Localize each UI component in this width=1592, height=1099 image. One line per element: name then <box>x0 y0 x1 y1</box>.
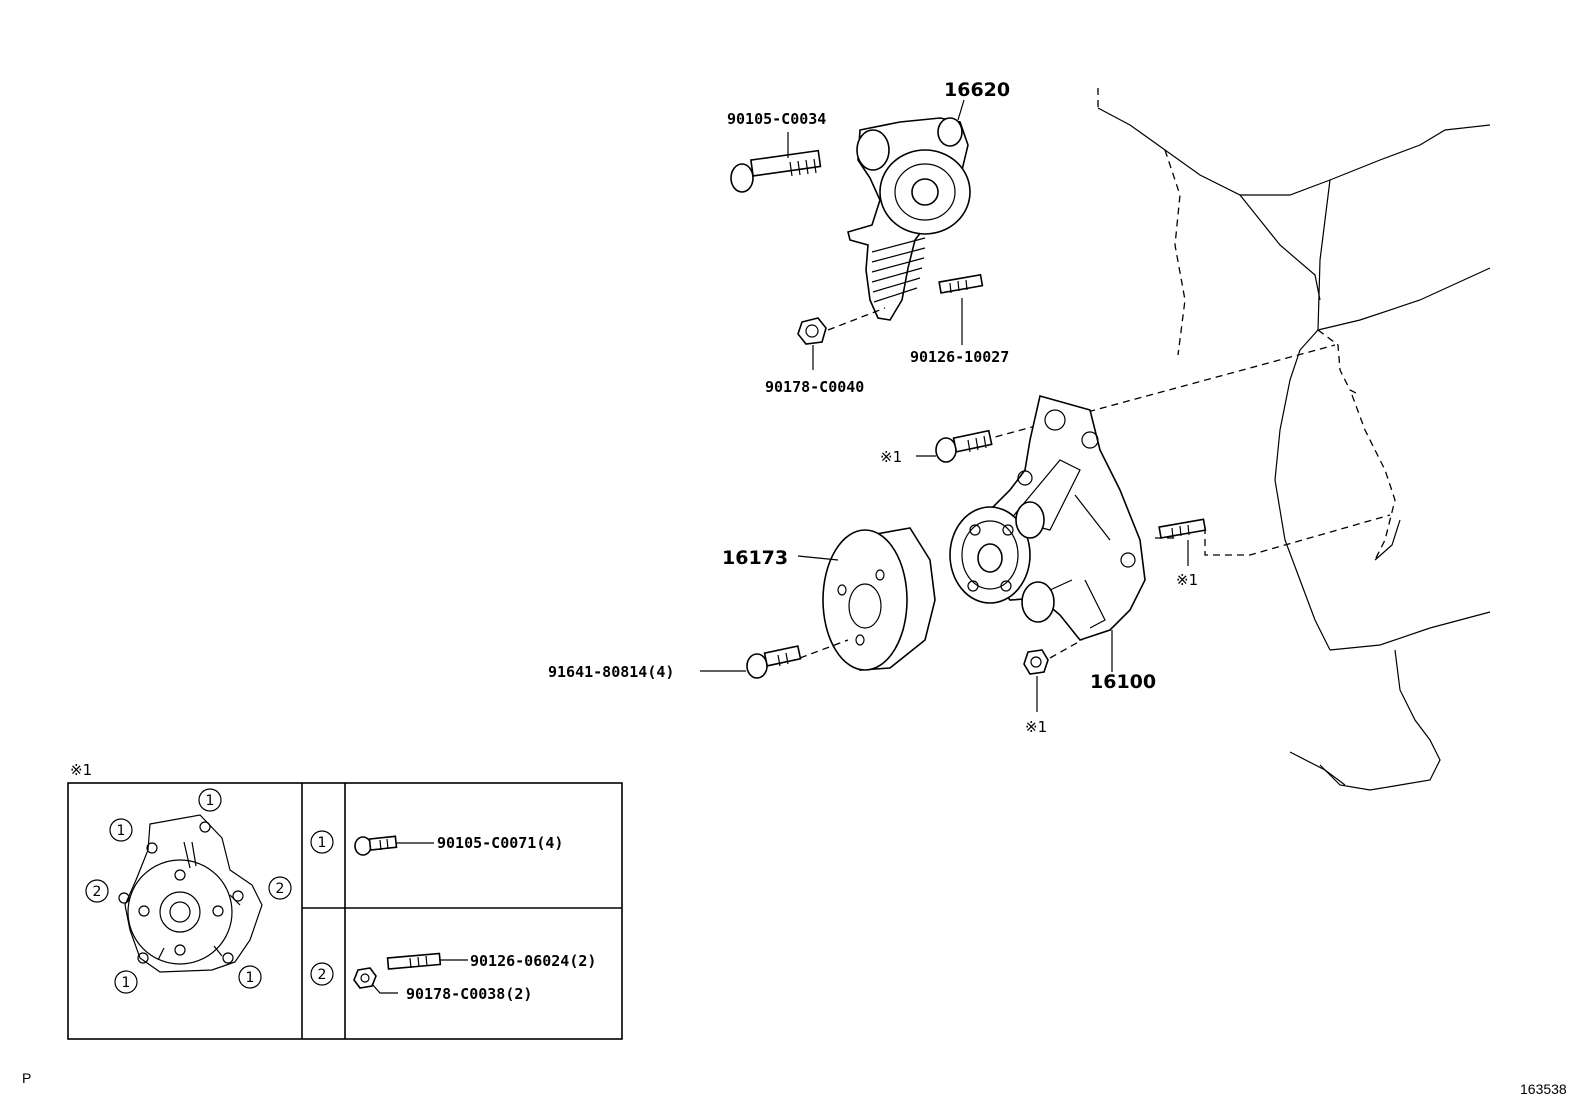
svg-text:1: 1 <box>318 835 327 851</box>
label-91641-80814: 91641-80814(4) <box>548 663 674 681</box>
label-16620: 16620 <box>944 79 1010 101</box>
inset-marker-2a: 2 <box>85 879 109 903</box>
label-ref1-nut: ※1 <box>1025 718 1047 736</box>
pulley-bolt-91641-80814 <box>700 639 849 679</box>
inset-row2-part-nut: 90178-C0038(2) <box>406 985 532 1003</box>
engine-block-outline <box>1097 88 1491 791</box>
leader-16620 <box>957 99 965 121</box>
inset-row2-stud-icon <box>386 952 468 970</box>
label-90178-C0040: 90178-C0040 <box>765 378 864 396</box>
tensioner-bolt-90105-C0034 <box>730 149 822 193</box>
label-16100: 16100 <box>1090 671 1156 693</box>
inset-pump-face <box>118 814 263 973</box>
figure-number: 163538 <box>1520 1081 1567 1097</box>
svg-text:1: 1 <box>122 975 131 991</box>
inset-row2-nut-icon <box>353 967 398 994</box>
label-ref1-bolt: ※1 <box>880 448 902 466</box>
label-90126-10027: 90126-10027 <box>910 348 1009 366</box>
alignment-line-lower <box>1204 514 1391 556</box>
nut-ref1-lower <box>1023 639 1083 712</box>
svg-text:1: 1 <box>206 793 215 809</box>
label-90105-C0034: 90105-C0034 <box>727 110 826 128</box>
inset-row1-part: 90105-C0071(4) <box>437 834 563 852</box>
inset-ref1: ※1 1 <box>67 761 623 1040</box>
belt-tensioner-16620 <box>730 117 971 321</box>
label-16173: 16173 <box>722 547 788 569</box>
bolt-ref1-upper <box>916 429 993 463</box>
inset-row1-bolt-icon <box>354 835 434 856</box>
inset-marker-1a: 1 <box>198 788 222 812</box>
inset-marker-2b: 2 <box>268 876 292 900</box>
inset-title: ※1 <box>70 761 92 779</box>
svg-text:1: 1 <box>246 970 255 986</box>
stud-ref1-right <box>1158 518 1207 566</box>
nut-90178-C0040 <box>797 307 886 370</box>
pulley-16173 <box>797 527 936 671</box>
inset-row2-marker: 2 <box>310 962 334 986</box>
svg-text:2: 2 <box>318 967 327 983</box>
tensioner-damper <box>871 237 926 303</box>
inset-marker-1d: 1 <box>238 965 262 989</box>
inset-row2-part-stud: 90126-06024(2) <box>470 952 596 970</box>
label-ref1-stud: ※1 <box>1176 571 1198 589</box>
inset-marker-1b: 1 <box>109 818 133 842</box>
svg-text:2: 2 <box>276 881 285 897</box>
stud-90126-10027 <box>938 273 984 345</box>
water-pump-16100 <box>949 395 1146 641</box>
svg-text:1: 1 <box>117 823 126 839</box>
svg-text:2: 2 <box>93 884 102 900</box>
footer-left-mark: P <box>22 1070 31 1086</box>
inset-marker-1c: 1 <box>114 970 138 994</box>
inset-row1-marker: 1 <box>310 830 334 854</box>
